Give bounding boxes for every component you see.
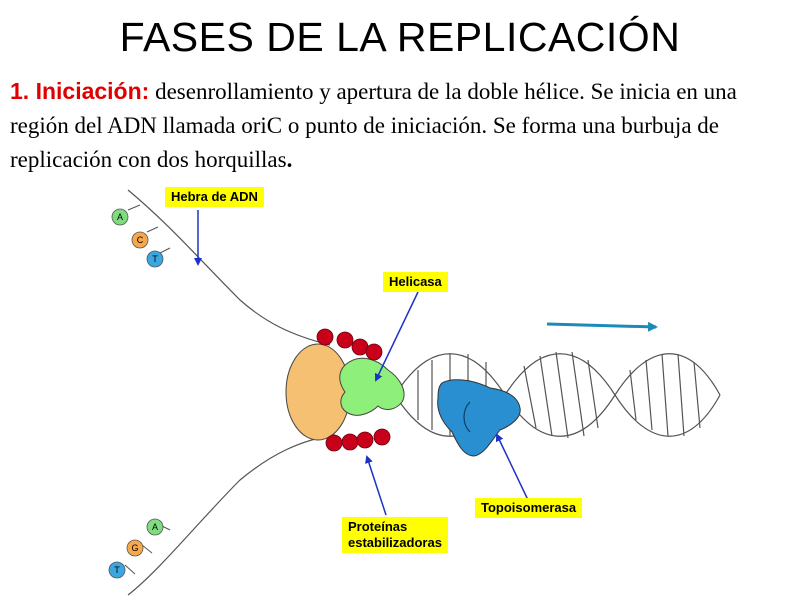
- label-hebra: Hebra de ADN: [165, 187, 264, 207]
- ssb-proteins-top: [316, 328, 383, 361]
- page-title: FASES DE LA REPLICACIÓN: [119, 14, 681, 60]
- intro-heading: 1. Iniciación:: [10, 78, 150, 104]
- nucleotide-a-bottom-label: A: [152, 522, 158, 532]
- nucleotide-a-top: [111, 208, 129, 226]
- bottom-strand: [127, 434, 336, 596]
- intro-text: desenrollamiento y apertura de la doble …: [10, 79, 737, 172]
- label-proteinas-line2: estabilizadoras: [348, 535, 442, 550]
- top-strand: [127, 189, 331, 346]
- nucleotide-a-top-label: A: [117, 212, 123, 222]
- ssb-proteins-bottom: [325, 428, 391, 452]
- nucleotide-g-bottom: [126, 539, 144, 557]
- nucleotide-g-bottom-label: G: [131, 543, 138, 553]
- nucleotide-t-top: [146, 250, 164, 268]
- topoisomerase-protein: [437, 379, 521, 457]
- arrow-proteinas: [365, 455, 387, 516]
- direction-arrow: [546, 321, 658, 332]
- helicase-protein: [339, 357, 405, 416]
- arrow-topoisomerasa: [495, 433, 529, 501]
- nucleotide-c-top-label: C: [137, 235, 144, 245]
- primase-protein: [285, 343, 351, 441]
- nucleotide-t-top-label: T: [152, 254, 158, 264]
- label-topoisomerasa: Topoisomerasa: [475, 498, 583, 518]
- nucleotide-a-bottom: [146, 518, 164, 536]
- nucleotide-t-bottom: [108, 561, 126, 579]
- bottom-nucleotides: A G T: [108, 518, 171, 579]
- label-helicasa: Helicasa: [383, 272, 448, 292]
- intro-end: .: [286, 147, 293, 172]
- arrow-helicasa: [374, 291, 419, 382]
- label-proteinas: Proteínas estabilizadoras: [342, 517, 448, 553]
- top-nucleotides: A C T: [111, 204, 171, 268]
- nucleotide-c-top: [131, 231, 149, 249]
- nucleotide-t-bottom-label: T: [114, 565, 120, 575]
- intro-paragraph: 1. Iniciación: desenrollamiento y apertu…: [10, 74, 780, 177]
- label-proteinas-line1: Proteínas: [348, 519, 408, 534]
